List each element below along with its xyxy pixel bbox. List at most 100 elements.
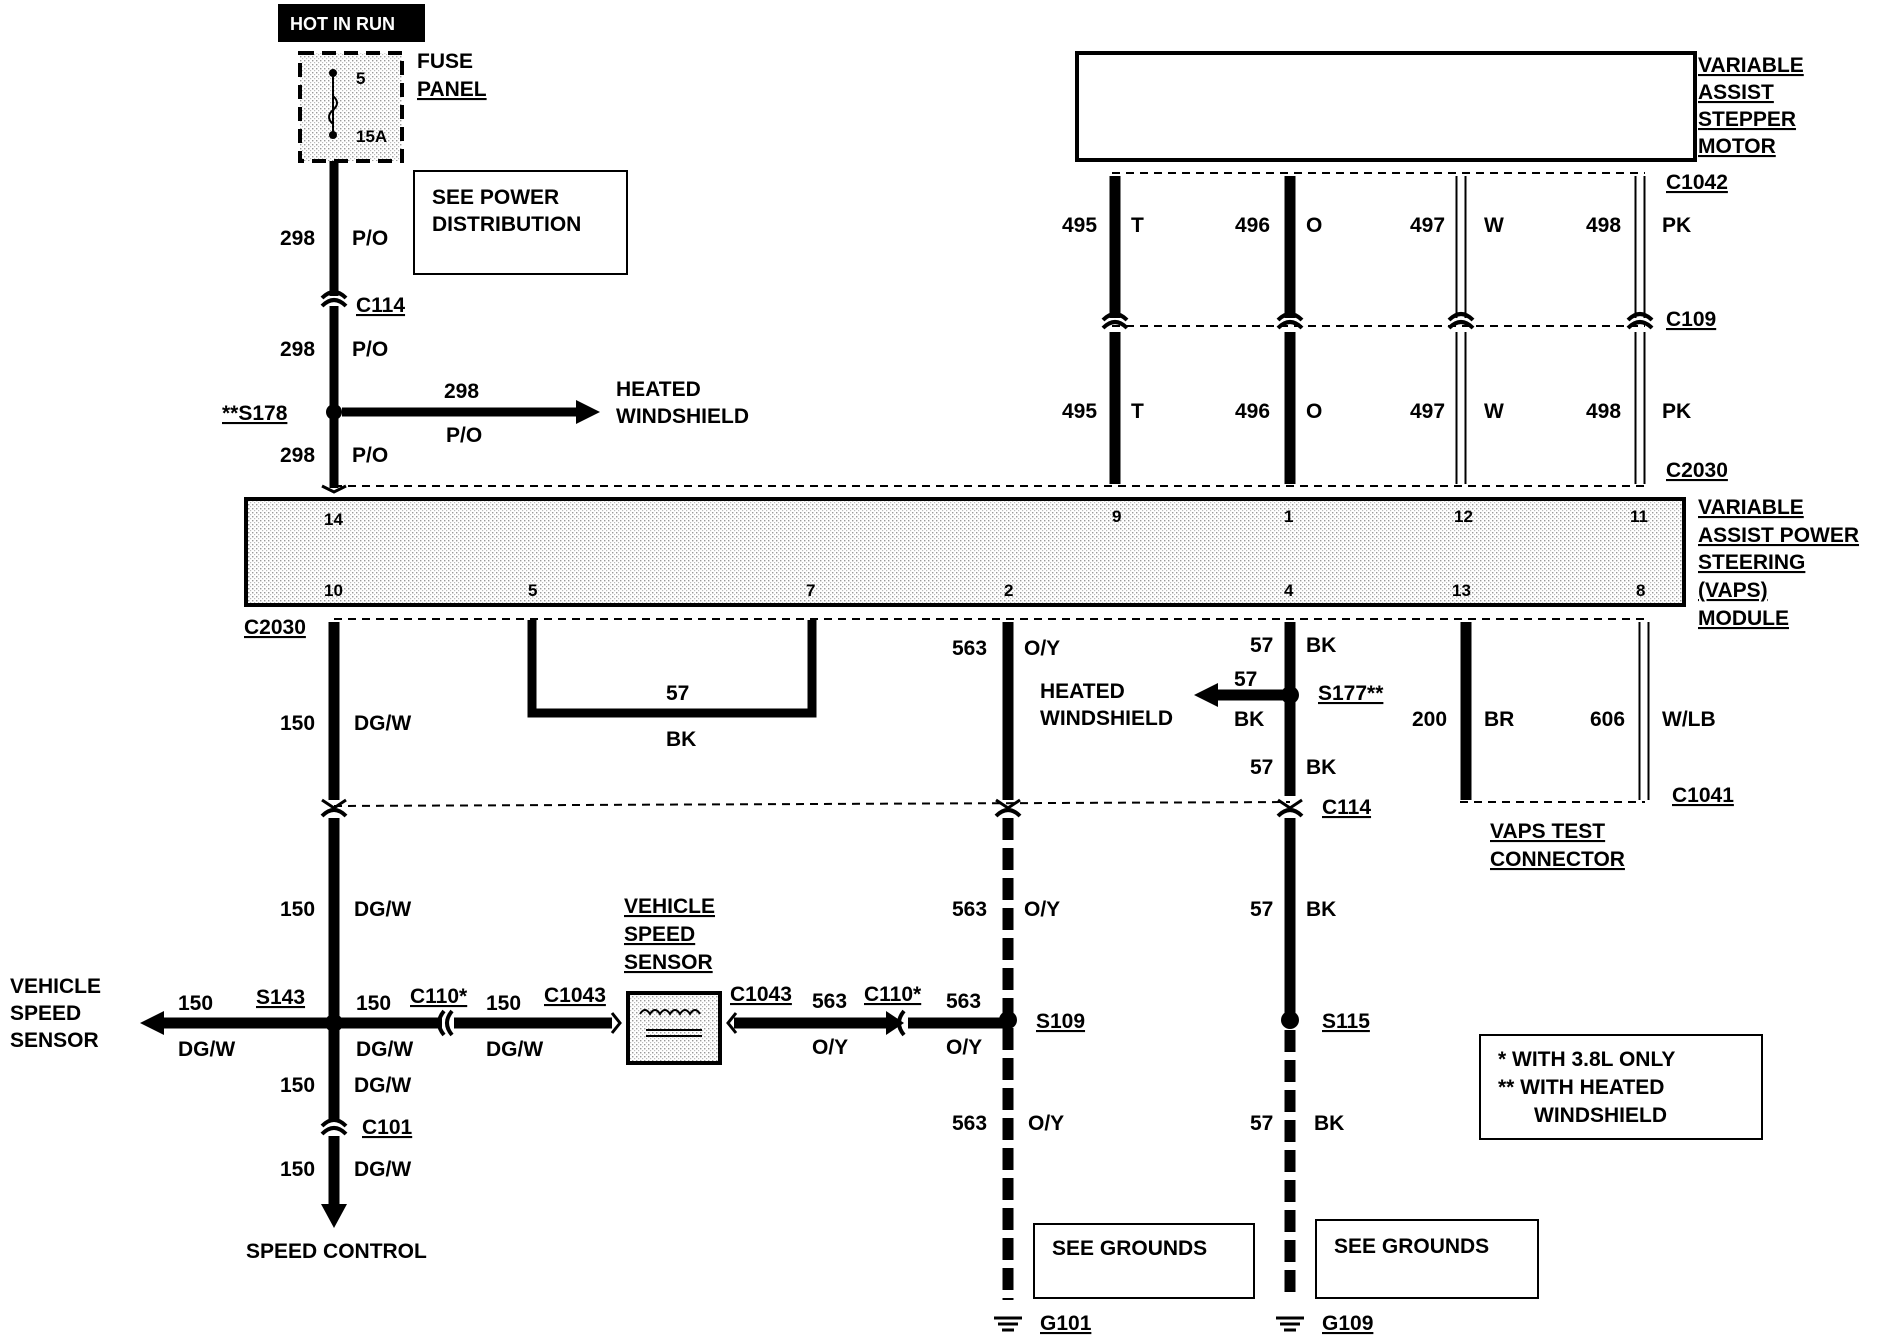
splice-s178: **S178: [222, 402, 288, 425]
vaps-module-label-2: ASSIST POWER: [1698, 524, 1859, 547]
connector-c110-left: C110*: [410, 985, 468, 1008]
svg-text:1: 1: [1284, 507, 1293, 526]
wire-298-number-1: 298: [280, 227, 315, 250]
wire-po-color-3: P/O: [352, 444, 388, 467]
connector-c1043-left: C1043: [544, 984, 606, 1007]
svg-text:11: 11: [1630, 507, 1648, 526]
speed-control-label: SPEED CONTROL: [246, 1240, 427, 1263]
svg-text:8: 8: [1636, 581, 1645, 600]
wire-563-number-5: 563: [952, 1112, 987, 1135]
wire-t-color-1: T: [1131, 214, 1144, 237]
connector-c114-lower: C114: [1322, 796, 1371, 819]
wire-150-number-5: 150: [178, 992, 213, 1015]
wire-o-color-2: O: [1306, 400, 1322, 423]
wire-oy-color-4: O/Y: [1024, 898, 1060, 921]
wire-298-number-2: 298: [280, 338, 315, 361]
wire-496-number-2: 496: [1235, 400, 1270, 423]
jumper-57-number: 57: [666, 682, 689, 705]
stepper-motor-box: [1075, 51, 1697, 162]
wire-150-number-1: 150: [280, 712, 315, 735]
wire-495-number-2: 495: [1062, 400, 1097, 423]
wire-dgw-color-2: DG/W: [354, 898, 411, 921]
wire-563-number-2: 563: [946, 990, 981, 1013]
stepper-motor-label-1: VARIABLE: [1698, 54, 1804, 77]
heated-windshield-label-1: HEATED: [616, 378, 701, 401]
ground-g109: G109: [1322, 1312, 1373, 1335]
jumper-bk-color: BK: [666, 728, 696, 751]
wire-496-number-1: 496: [1235, 214, 1270, 237]
wire-563-number-3: 563: [952, 637, 987, 660]
legend-box: * WITH 3.8L ONLY ** WITH HEATED WINDSHIE…: [1479, 1034, 1763, 1140]
vaps-module-label-5: MODULE: [1698, 607, 1789, 630]
wire-bk-color-4: BK: [1314, 1112, 1344, 1135]
wire-298-po: [320, 161, 348, 494]
wire-57-bk: [1276, 622, 1304, 1332]
svg-text:WINDSHIELD: WINDSHIELD: [1534, 1104, 1667, 1127]
wire-dgw-color-3: DG/W: [354, 1074, 411, 1097]
svg-text:SEE POWER: SEE POWER: [432, 186, 559, 209]
connector-c2030-left: C2030: [244, 616, 306, 639]
wire-dgw-color-7: DG/W: [486, 1038, 543, 1061]
vss-left-label-3: SENSOR: [10, 1029, 99, 1052]
ground-g101: G101: [1040, 1312, 1092, 1335]
vss-left-label-1: VEHICLE: [10, 975, 101, 998]
wire-150-number-6: 150: [356, 992, 391, 1015]
vaps-module-box: [244, 497, 1686, 607]
wire-150-number-3: 150: [280, 1074, 315, 1097]
stepper-wires: [1101, 176, 1654, 484]
wire-dgw-color-1: DG/W: [354, 712, 411, 735]
stepper-motor-label-3: STEPPER: [1698, 108, 1796, 131]
splice-s177: S177**: [1318, 682, 1384, 705]
wire-w-color-1: W: [1484, 214, 1504, 237]
svg-text:** WITH HEATED: ** WITH HEATED: [1498, 1076, 1664, 1099]
svg-text:5: 5: [528, 581, 537, 600]
vss-left-label-2: SPEED: [10, 1002, 81, 1025]
see-grounds-note-1: SEE GROUNDS: [1033, 1223, 1255, 1299]
hot-in-run-block: HOT IN RUN: [278, 4, 425, 42]
vaps-test-label-2: CONNECTOR: [1490, 848, 1625, 871]
svg-text:SEE GROUNDS: SEE GROUNDS: [1052, 1237, 1207, 1260]
wire-298-number-4: 298: [444, 380, 479, 403]
connector-c114-top: C114: [356, 294, 405, 317]
fuse-panel-label-2: PANEL: [417, 78, 487, 101]
wire-pk-color-1: PK: [1662, 214, 1691, 237]
vaps-module-label-1: VARIABLE: [1698, 496, 1804, 519]
svg-text:9: 9: [1112, 507, 1121, 526]
wire-150-number-7: 150: [486, 992, 521, 1015]
wire-oy-color-5: O/Y: [1028, 1112, 1064, 1135]
heated-windshield-lower-2: WINDSHIELD: [1040, 707, 1173, 730]
wire-po-color-4: P/O: [446, 424, 482, 447]
wire-57-jumper: [527, 620, 817, 718]
wire-bk-color-1: BK: [1306, 634, 1336, 657]
wire-oy-color-2: O/Y: [946, 1036, 982, 1059]
wire-bk-color-3: BK: [1306, 898, 1336, 921]
svg-text:4: 4: [1284, 581, 1294, 600]
vss-label-3: SENSOR: [624, 951, 713, 974]
wire-o-color-1: O: [1306, 214, 1322, 237]
see-power-distribution-note: SEE POWER DISTRIBUTION: [413, 170, 628, 275]
wire-br-color: BR: [1484, 708, 1514, 731]
wire-563-number-4: 563: [952, 898, 987, 921]
svg-text:14: 14: [324, 510, 343, 529]
connector-c1043-right: C1043: [730, 983, 792, 1006]
svg-text:12: 12: [1454, 507, 1473, 526]
wire-200-number: 200: [1412, 708, 1447, 731]
wire-606-number: 606: [1590, 708, 1625, 731]
splice-s109: S109: [1036, 1010, 1085, 1033]
stepper-motor-label-4: MOTOR: [1698, 135, 1776, 158]
connector-dashed-lines: [333, 172, 1645, 807]
wire-298-heated-windshield: [342, 400, 600, 424]
wire-498-number-1: 498: [1586, 214, 1621, 237]
wire-563-vss: [726, 1009, 1004, 1037]
wire-oy-color-3: O/Y: [1024, 637, 1060, 660]
svg-text:* WITH 3.8L ONLY: * WITH 3.8L ONLY: [1498, 1048, 1675, 1071]
svg-text:5: 5: [356, 69, 365, 88]
svg-text:SEE GROUNDS: SEE GROUNDS: [1334, 1235, 1489, 1258]
vaps-test-wires: [1460, 622, 1650, 800]
wire-57-number-2: 57: [1250, 756, 1273, 779]
module-pins: 14 9 1 12 11 10 5 7 2 4 13 8: [324, 507, 1648, 600]
svg-text:10: 10: [324, 581, 343, 600]
splice-s143: S143: [256, 986, 305, 1009]
wire-po-color-1: P/O: [352, 227, 388, 250]
